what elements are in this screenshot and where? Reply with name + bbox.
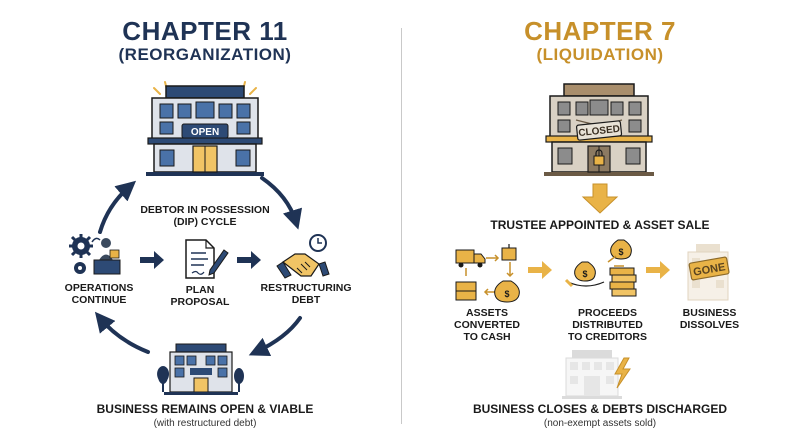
operations-icon: [69, 234, 121, 275]
chapter-7-subtitle: (LIQUIDATION): [536, 45, 664, 64]
closed-building-icon: CLOSED: [544, 83, 654, 176]
svg-text:$: $: [618, 247, 623, 257]
viable-business-icon: [157, 343, 244, 395]
assets-converted-label: ASSETS CONVERTED TO CASH: [454, 307, 520, 343]
document-pen-icon: [185, 239, 229, 279]
column-divider: [401, 28, 402, 424]
chapter-7-title: CHAPTER 7: [524, 16, 676, 46]
assets-icon: $: [455, 244, 520, 303]
faded-building-icon: [562, 350, 622, 399]
business-dissolves-label: BUSINESS DISSOLVES: [679, 307, 740, 331]
chapter-11-outcome: BUSINESS REMAINS OPEN & VIABLE: [96, 402, 314, 416]
open-sign: OPEN: [191, 127, 219, 138]
svg-text:$: $: [582, 269, 587, 279]
chapter-7-outcome-note: (non-exempt assets sold): [543, 418, 657, 429]
chapter-11-title: CHAPTER 11: [122, 16, 288, 46]
trustee-label: TRUSTEE APPOINTED & ASSET SALE: [490, 218, 710, 232]
handshake-clock-icon: [276, 234, 330, 279]
down-arrow: [581, 183, 619, 214]
chapter-7-outcome: BUSINESS CLOSES & DEBTS DISCHARGED: [472, 402, 728, 416]
chapter-11-subtitle: (REORGANIZATION): [118, 45, 292, 64]
lightning-icon: [614, 357, 631, 389]
liquidation-arrows: [528, 261, 670, 279]
closed-sign: CLOSED: [578, 124, 621, 139]
money-bags-icon: $ $: [564, 239, 637, 297]
svg-text:$: $: [504, 289, 509, 299]
chapter-11-outcome-note: (with restructured debt): [153, 418, 257, 429]
operations-continue-label: OPERATIONS CONTINUE: [64, 282, 134, 306]
plan-proposal-label: PLAN PROPOSAL: [170, 284, 230, 308]
dip-cycle-label: DEBTOR IN POSSESSION (DIP) CYCLE: [140, 204, 270, 228]
restructuring-debt-label: RESTRUCTURING DEBT: [260, 282, 352, 306]
open-building-icon: OPEN: [146, 81, 264, 176]
step-arrows: [140, 251, 261, 269]
proceeds-distributed-label: PROCEEDS DISTRIBUTED TO CREDITORS: [568, 307, 647, 343]
gone-sign: GONE: [692, 261, 726, 278]
dip-cycle-arrows: [94, 176, 303, 356]
